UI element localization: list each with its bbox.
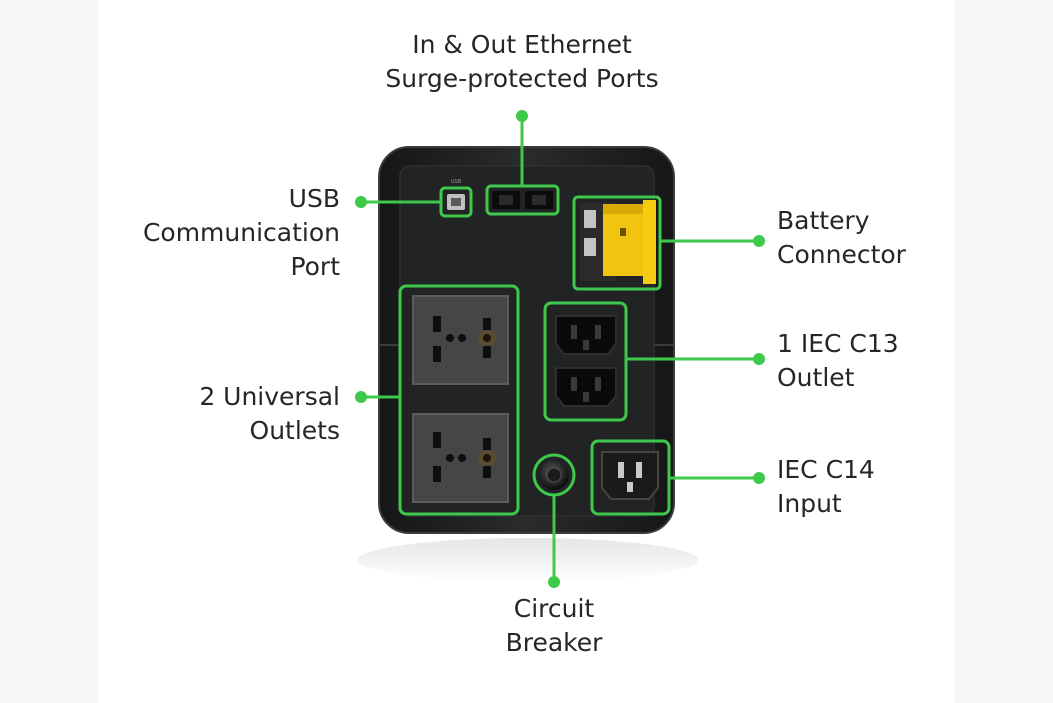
usb-label-line1: USB bbox=[288, 184, 340, 213]
usb-label-line2: Communication bbox=[142, 218, 340, 247]
ethernet-label: In & Out Ethernet Surge-protected Ports bbox=[362, 28, 682, 96]
battery-label-line1: Battery bbox=[777, 206, 870, 235]
iec-c14-label-line2: Input bbox=[777, 489, 842, 518]
right-margin-shade bbox=[955, 0, 1053, 703]
circuit-breaker bbox=[532, 453, 576, 497]
universal-outlet-2 bbox=[412, 413, 509, 503]
callout-lines bbox=[355, 110, 765, 588]
ethernet-label-line2: Surge-protected Ports bbox=[385, 64, 659, 93]
battery-label: Battery Connector bbox=[777, 204, 906, 272]
usb-label-line3: Port bbox=[290, 252, 340, 281]
breaker-label-line2: Breaker bbox=[505, 628, 603, 657]
iec-c13-label-line2: Outlet bbox=[777, 363, 855, 392]
ethernet-label-line1: In & Out Ethernet bbox=[412, 30, 632, 59]
battery-connector bbox=[572, 195, 662, 291]
iec-c14-label-line1: IEC C14 bbox=[777, 455, 875, 484]
svg-text:USB: USB bbox=[451, 179, 462, 185]
universal-outlets-label-line1: 2 Universal bbox=[199, 382, 340, 411]
universal-outlets-label: 2 Universal Outlets bbox=[100, 380, 340, 448]
universal-outlet-1 bbox=[412, 295, 509, 385]
universal-outlets bbox=[398, 284, 520, 516]
universal-outlets-label-line2: Outlets bbox=[249, 416, 340, 445]
battery-label-line2: Connector bbox=[777, 240, 906, 269]
iec-c14-label: IEC C14 Input bbox=[777, 453, 875, 521]
left-margin-shade bbox=[0, 0, 98, 703]
iec-c13-label: 1 IEC C13 Outlet bbox=[777, 327, 899, 395]
breaker-label-line1: Circuit bbox=[513, 594, 595, 623]
usb-label: USB Communication Port bbox=[100, 182, 340, 284]
floor-reflection bbox=[358, 538, 698, 582]
breaker-label: Circuit Breaker bbox=[454, 592, 654, 660]
iec-c14-input bbox=[590, 439, 671, 516]
iec-c13-outlets bbox=[543, 301, 628, 422]
iec-c13-label-line1: 1 IEC C13 bbox=[777, 329, 899, 358]
